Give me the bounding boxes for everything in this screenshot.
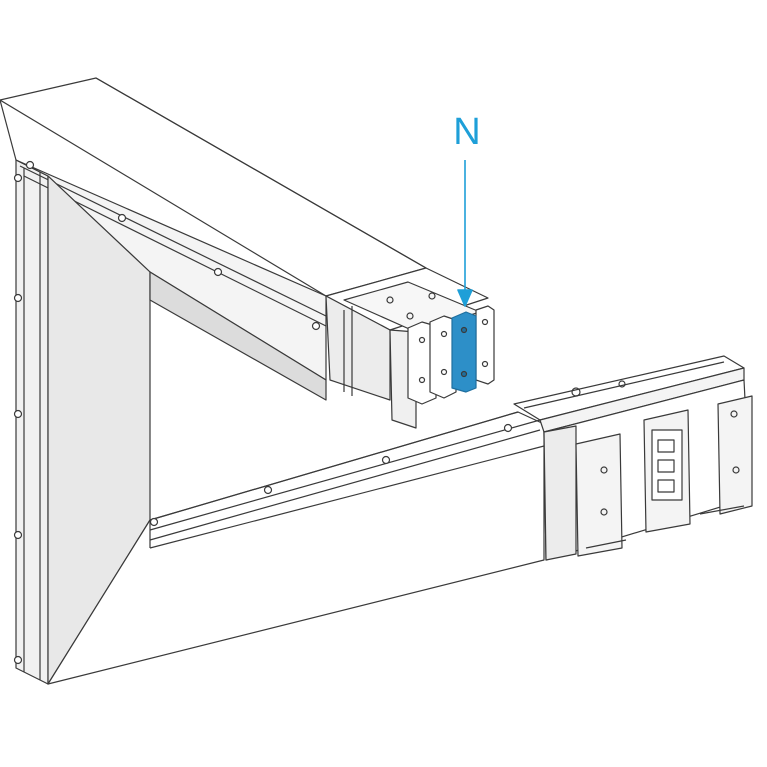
lower-trunking-arm — [47, 411, 545, 685]
busbar-plates — [407, 305, 495, 405]
neutral-callout-label: N — [453, 111, 481, 153]
lower-joint-block — [513, 355, 753, 561]
callout-arrow — [457, 160, 473, 307]
neutral-conductor-bar — [451, 311, 477, 393]
elbow-side-flange — [15, 159, 49, 685]
upper-arm-bolts — [13, 160, 321, 665]
elbow-inner-face — [47, 175, 327, 685]
lower-arm-bolts — [149, 423, 513, 527]
